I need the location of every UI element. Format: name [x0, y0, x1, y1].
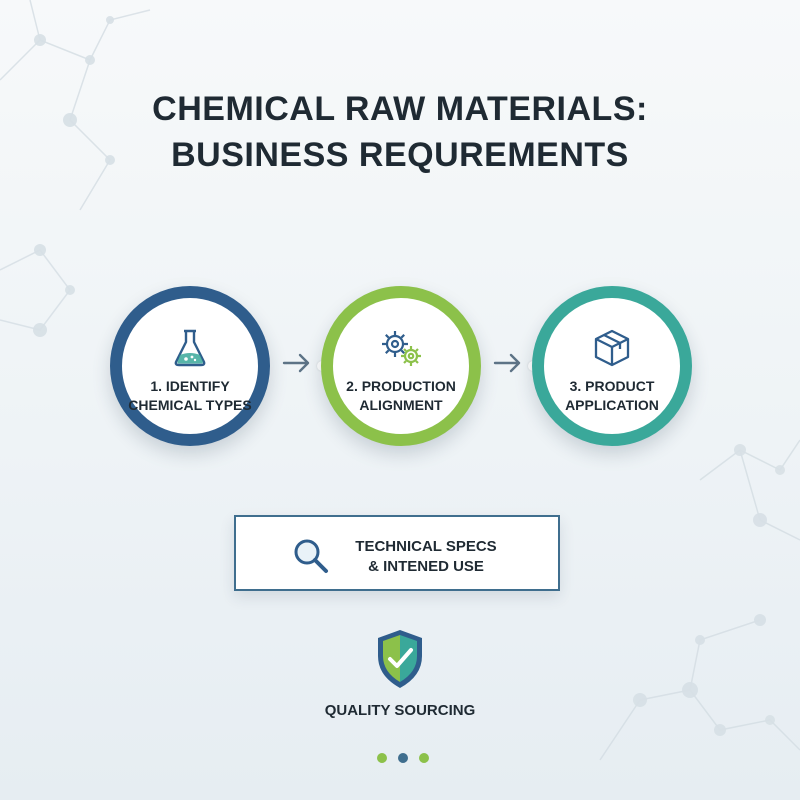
- step-production-alignment: 2. PRODUCTION ALIGNMENT: [321, 286, 481, 446]
- page-title: CHEMICAL RAW MATERIALS: BUSINESS REQUREM…: [0, 86, 800, 178]
- badge-label: QUALITY SOURCING: [324, 702, 476, 719]
- step-label-line-1: 3. PRODUCT: [569, 378, 655, 394]
- specs-line-2: & INTENED USE: [368, 558, 484, 575]
- pagination-dot[interactable]: [377, 753, 387, 763]
- step-label: 2. PRODUCTION ALIGNMENT: [333, 377, 469, 415]
- pagination-dot[interactable]: [419, 753, 429, 763]
- arrow-right-icon: [282, 353, 310, 373]
- shield-check-icon: [378, 630, 422, 688]
- specs-line-1: TECHNICAL SPECS: [355, 538, 497, 555]
- step-label: 3. PRODUCT APPLICATION: [544, 377, 680, 415]
- step-label-line-2: APPLICATION: [565, 397, 659, 413]
- flask-icon: [171, 328, 209, 373]
- technical-specs-box: TECHNICAL SPECS & INTENED USE: [234, 515, 560, 591]
- step-label-line-2: ALIGNMENT: [359, 397, 443, 413]
- technical-specs-text: TECHNICAL SPECS & INTENED USE: [346, 537, 506, 577]
- title-line-2: BUSINESS REQUREMENTS: [171, 136, 629, 174]
- gears-icon: [379, 328, 423, 373]
- pagination-dot[interactable]: [398, 753, 408, 763]
- step-label-line-1: 1. IDENTIFY: [150, 378, 230, 394]
- step-identify-chemical-types: 1. IDENTIFY CHEMICAL TYPES: [110, 286, 270, 446]
- step-label: 1. IDENTIFY CHEMICAL TYPES: [122, 377, 258, 415]
- pagination-dots: [377, 753, 429, 763]
- magnifier-icon: [292, 537, 330, 580]
- step-product-application: 3. PRODUCT APPLICATION: [532, 286, 692, 446]
- arrow-right-icon: [493, 353, 521, 373]
- step-label-line-2: CHEMICAL TYPES: [128, 397, 252, 413]
- box-icon: [593, 328, 631, 373]
- title-line-1: CHEMICAL RAW MATERIALS:: [152, 90, 648, 128]
- step-label-line-1: 2. PRODUCTION: [346, 378, 456, 394]
